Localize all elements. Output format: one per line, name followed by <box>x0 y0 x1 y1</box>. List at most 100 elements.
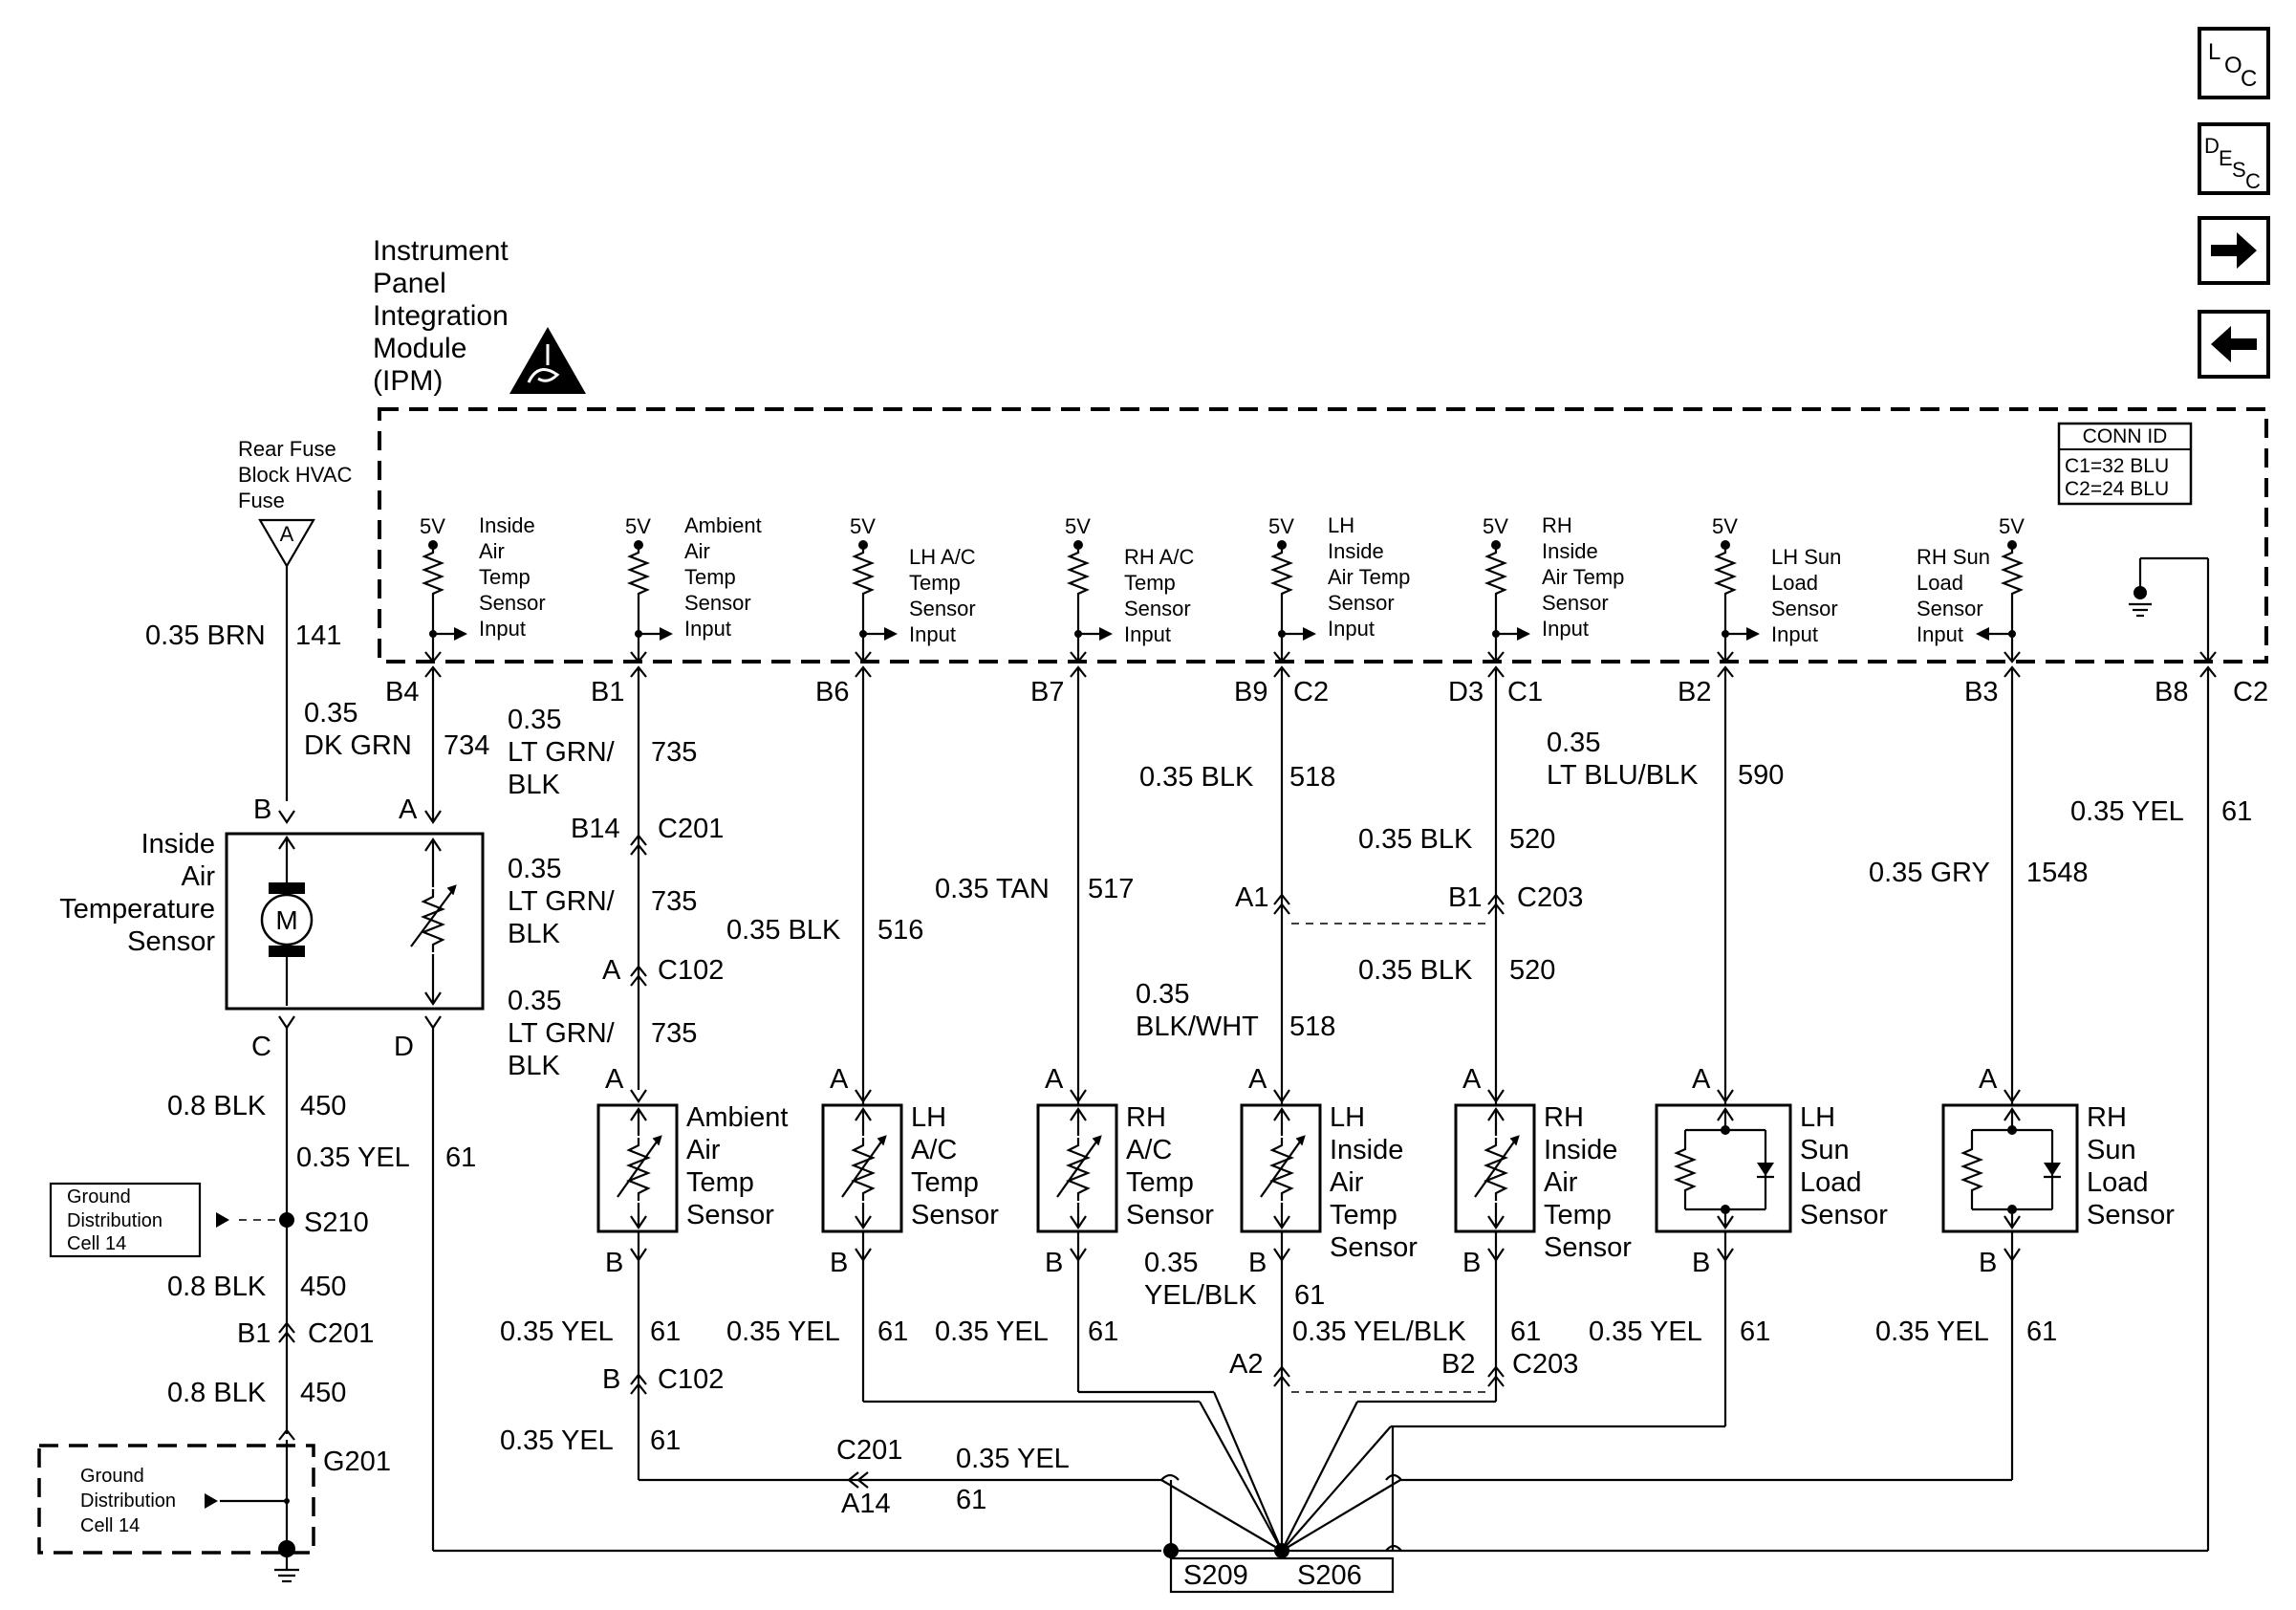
svg-text:Inside: Inside <box>1544 1135 1617 1165</box>
svg-text:0.35 YEL: 0.35 YEL <box>1875 1316 1989 1347</box>
svg-text:A: A <box>280 522 294 546</box>
svg-text:0.35 YEL: 0.35 YEL <box>500 1316 614 1347</box>
svg-text:0.35 BLK: 0.35 BLK <box>1139 762 1254 793</box>
svg-text:B: B <box>830 1248 848 1278</box>
wire-label-blk520-b: 0.35 BLK 520 <box>1358 955 1555 986</box>
svg-text:LH: LH <box>1330 1102 1365 1133</box>
svg-text:Sensor: Sensor <box>909 597 976 620</box>
svg-text:0.35 BRN: 0.35 BRN <box>145 620 266 651</box>
svg-text:Load: Load <box>1917 571 1963 595</box>
svg-text:Sensor: Sensor <box>1330 1232 1418 1263</box>
svg-text:0.35 BLK: 0.35 BLK <box>1358 824 1473 855</box>
svg-text:Input: Input <box>479 617 526 641</box>
svg-text:0.8 BLK: 0.8 BLK <box>167 1272 267 1302</box>
svg-text:B: B <box>1045 1248 1063 1278</box>
svg-text:RH Sun: RH Sun <box>1917 545 1990 569</box>
wire-label-ltblu590: 0.35 LT BLU/BLK 590 <box>1547 728 1784 791</box>
previous-page-button[interactable] <box>2198 310 2270 379</box>
next-page-button[interactable] <box>2198 216 2270 285</box>
svg-text:B4: B4 <box>385 677 419 707</box>
svg-text:Temp: Temp <box>1124 571 1176 595</box>
svg-text:A: A <box>1248 1064 1267 1095</box>
svg-text:Temperature: Temperature <box>59 894 215 925</box>
ipm-module-boundary <box>378 407 2268 664</box>
svg-text:LT GRN/: LT GRN/ <box>508 737 616 768</box>
svg-text:A: A <box>602 955 621 986</box>
svg-text:A: A <box>1979 1064 1998 1095</box>
svg-text:Rear Fuse: Rear Fuse <box>238 437 336 461</box>
svg-text:RH: RH <box>1542 513 1572 537</box>
svg-text:BLK/WHT: BLK/WHT <box>1136 1012 1259 1042</box>
svg-text:C102: C102 <box>658 1364 724 1395</box>
svg-text:Load: Load <box>1800 1167 1862 1198</box>
svg-text:B1: B1 <box>591 677 624 707</box>
svg-text:Sensor: Sensor <box>1771 597 1838 620</box>
svg-text:B7: B7 <box>1030 677 1064 707</box>
svg-text:Sensor: Sensor <box>1800 1200 1888 1230</box>
svg-text:Load: Load <box>2087 1167 2149 1198</box>
wire-label-blk450-c: 0.8 BLK 450 <box>167 1378 346 1408</box>
wire-label-blk518: 0.35 BLK 518 <box>1139 762 1335 793</box>
svg-text:Cell 14: Cell 14 <box>80 1515 140 1536</box>
svg-text:0.35 YEL: 0.35 YEL <box>500 1425 614 1456</box>
svg-text:1548: 1548 <box>2026 858 2089 888</box>
svg-text:RH: RH <box>2087 1102 2127 1133</box>
svg-text:517: 517 <box>1088 874 1134 904</box>
svg-text:Fuse: Fuse <box>238 489 285 512</box>
svg-text:A14: A14 <box>841 1489 891 1519</box>
connector-b14-c201: B14 C201 <box>571 814 724 844</box>
svg-text:Sensor: Sensor <box>911 1200 999 1230</box>
svg-text:61: 61 <box>956 1485 986 1515</box>
svg-text:A: A <box>1462 1064 1482 1095</box>
location-button[interactable]: L O C <box>2198 27 2270 99</box>
svg-text:B: B <box>602 1364 620 1395</box>
svg-text:5V: 5V <box>850 514 876 538</box>
svg-text:LH: LH <box>1800 1102 1835 1133</box>
connector-a1-b1-c203: A1 B1 C203 <box>1235 882 1583 925</box>
connector-b1-c201: B1 C201 <box>237 1318 374 1349</box>
svg-text:Ground: Ground <box>80 1466 144 1487</box>
svg-text:LT GRN/: LT GRN/ <box>508 1018 616 1049</box>
svg-text:0.35: 0.35 <box>1547 728 1600 758</box>
svg-text:C2=24 BLU: C2=24 BLU <box>2065 478 2169 500</box>
svg-text:LH Sun: LH Sun <box>1771 545 1841 569</box>
svg-text:0.35 TAN: 0.35 TAN <box>935 874 1050 904</box>
svg-text:BLK: BLK <box>508 919 560 949</box>
inside-air-temperature-sensor: Inside Air Temperature Sensor M <box>59 829 485 1011</box>
svg-text:Load: Load <box>1771 571 1818 595</box>
svg-text:5V: 5V <box>1999 514 2025 538</box>
description-button[interactable]: D E S C <box>2198 122 2270 195</box>
svg-text:Distribution: Distribution <box>67 1210 162 1231</box>
svg-text:LH A/C: LH A/C <box>909 545 976 569</box>
ground-distribution-ref-1[interactable]: Ground Distribution Cell 14 <box>49 1182 202 1258</box>
svg-text:BLK: BLK <box>508 770 560 800</box>
arrow-left-icon <box>2211 326 2257 362</box>
svg-text:B: B <box>1692 1248 1710 1278</box>
svg-text:5V: 5V <box>420 514 445 538</box>
svg-text:A/C: A/C <box>911 1135 957 1165</box>
svg-text:RH: RH <box>1544 1102 1584 1133</box>
svg-text:C201: C201 <box>308 1318 374 1349</box>
svg-text:5V: 5V <box>1483 514 1508 538</box>
svg-text:Input: Input <box>909 622 956 646</box>
svg-text:LT GRN/: LT GRN/ <box>508 886 616 917</box>
connector-a-c102: A C102 <box>602 955 724 986</box>
svg-text:B8: B8 <box>2155 677 2188 707</box>
connector-c201-a14: C201 A14 <box>836 1435 902 1519</box>
svg-text:Air: Air <box>1544 1167 1578 1198</box>
ground-distribution-ref-2[interactable]: Ground Distribution Cell 14 <box>80 1466 176 1536</box>
svg-text:Inside: Inside <box>141 829 215 859</box>
svg-text:Distribution: Distribution <box>80 1490 176 1512</box>
svg-text:0.8 BLK: 0.8 BLK <box>167 1378 267 1408</box>
svg-text:Sensor: Sensor <box>1126 1200 1214 1230</box>
svg-text:S209: S209 <box>1183 1560 1248 1591</box>
svg-text:A: A <box>830 1064 849 1095</box>
svg-text:61: 61 <box>2026 1316 2057 1347</box>
